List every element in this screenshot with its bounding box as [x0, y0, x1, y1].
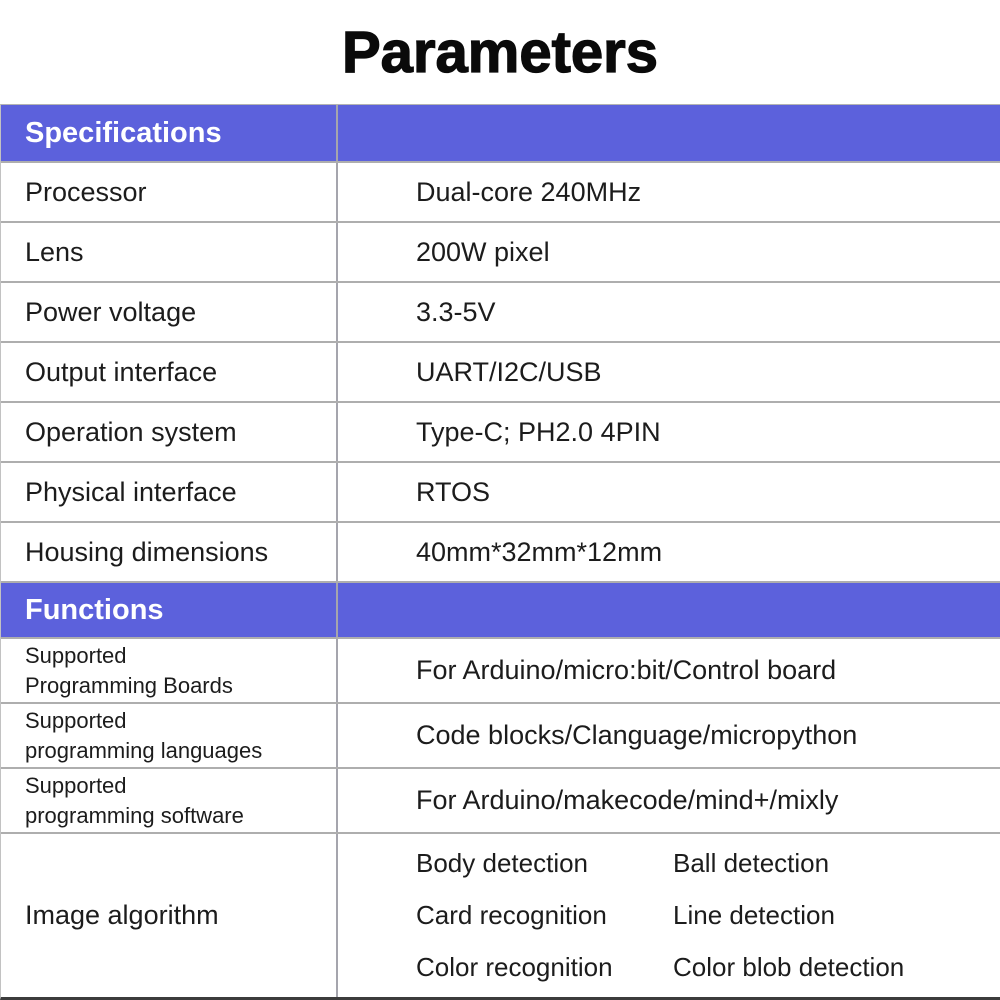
- table-row-programming-languages: Supported programming languages Code blo…: [1, 704, 1000, 769]
- section-header-specifications: Specifications: [1, 105, 1000, 163]
- row-label: Supported programming software: [1, 769, 338, 832]
- section-header-blank-cell: [338, 105, 1000, 161]
- section-header-label: Specifications: [1, 105, 338, 161]
- parameters-table: Specifications Processor Dual-core 240MH…: [0, 104, 1000, 1000]
- table-row-output-interface: Output interface UART/I2C/USB: [1, 343, 1000, 403]
- row-label: Operation system: [1, 403, 338, 461]
- row-value: Dual-core 240MHz: [416, 176, 642, 207]
- section-header-blank-cell: [338, 583, 1000, 637]
- section-header-label: Functions: [1, 583, 338, 637]
- algo-item: Color blob detection: [673, 952, 905, 982]
- row-label: Power voltage: [1, 283, 338, 341]
- image-algorithm-grid: Body detection Ball detection Card recog…: [416, 848, 904, 983]
- algo-item: Ball detection: [673, 848, 830, 878]
- algo-item: Color recognition: [416, 952, 613, 982]
- algo-item: Card recognition: [416, 900, 607, 930]
- table-row-processor: Processor Dual-core 240MHz: [1, 163, 1000, 223]
- row-label: Housing dimensions: [1, 523, 338, 581]
- row-value: Body detection Ball detection Card recog…: [338, 834, 1000, 997]
- row-value: RTOS: [416, 476, 491, 507]
- row-value: UART/I2C/USB: [416, 356, 602, 387]
- table-row-operation-system: Operation system Type-C; PH2.0 4PIN: [1, 403, 1000, 463]
- row-value: 40mm*32mm*12mm: [416, 536, 663, 567]
- row-label: Supported programming languages: [1, 704, 338, 767]
- row-value: Code blocks/Clanguage/micropython: [416, 720, 858, 750]
- row-label: Processor: [1, 163, 338, 221]
- row-value: For Arduino/makecode/mind+/mixly: [416, 785, 839, 815]
- row-label: Supported Programming Boards: [1, 639, 338, 702]
- table-row-housing-dimensions: Housing dimensions 40mm*32mm*12mm: [1, 523, 1000, 583]
- row-value: 3.3-5V: [416, 296, 496, 327]
- table-row-programming-boards: Supported Programming Boards For Arduino…: [1, 639, 1000, 704]
- table-row-physical-interface: Physical interface RTOS: [1, 463, 1000, 523]
- page-title: Parameters: [341, 19, 658, 85]
- algo-item: Body detection: [416, 848, 589, 878]
- table-row-programming-software: Supported programming software For Ardui…: [1, 769, 1000, 834]
- row-value: 200W pixel: [416, 236, 550, 267]
- row-label: Physical interface: [1, 463, 338, 521]
- row-value: For Arduino/micro:bit/Control board: [416, 655, 837, 685]
- table-row-lens: Lens 200W pixel: [1, 223, 1000, 283]
- section-header-functions: Functions: [1, 583, 1000, 639]
- row-value: Type-C; PH2.0 4PIN: [416, 416, 661, 447]
- algo-item: Line detection: [673, 900, 835, 930]
- table-row-power-voltage: Power voltage 3.3-5V: [1, 283, 1000, 343]
- table-row-image-algorithm: Image algorithm Body detection Ball dete…: [1, 834, 1000, 997]
- row-label: Output interface: [1, 343, 338, 401]
- row-label: Image algorithm: [1, 834, 338, 997]
- row-label: Lens: [1, 223, 338, 281]
